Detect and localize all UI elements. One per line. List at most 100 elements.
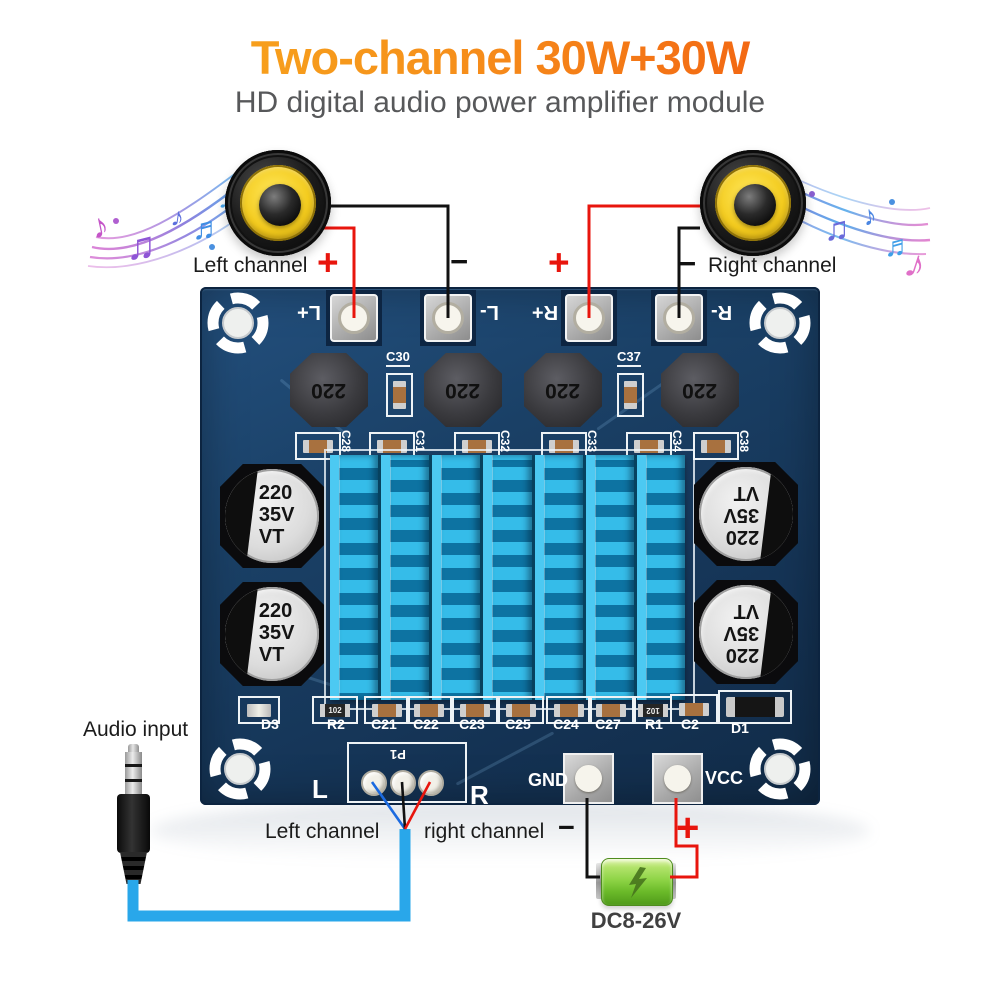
- svg-text:♫: ♫: [126, 224, 156, 268]
- mounting-hole: [207, 292, 269, 354]
- led-d3: [238, 696, 280, 724]
- resistor-r2: 102: [312, 696, 358, 724]
- ref-r2: R2: [327, 716, 345, 732]
- terminal-pad-r-minus: [651, 290, 707, 346]
- pcb-board: L+ L- R+ R- 220 220 220 220 C30 C37 C28 …: [200, 287, 820, 810]
- terminal-pad-l-plus: [326, 290, 382, 346]
- jack-shaft: [125, 752, 142, 795]
- right-minus-sign: −: [678, 246, 697, 281]
- smd-capacitor: [386, 373, 413, 417]
- right-channel-label: Right channel: [708, 254, 837, 277]
- cap-ref-c37: C37: [617, 349, 641, 367]
- vcc-pad: [652, 753, 703, 804]
- page-title: Two-channel 30W+30W: [0, 30, 1000, 85]
- ref-c25: C25: [505, 716, 531, 732]
- svg-text:♬: ♬: [884, 230, 914, 263]
- left-channel-label: Left channel: [193, 254, 308, 277]
- cap-ref: C33: [585, 430, 599, 453]
- jack-strain-relief: [120, 852, 147, 884]
- battery-terminal-left: [596, 863, 604, 899]
- bottom-left-channel-label: Left channel: [265, 820, 380, 843]
- smd-capacitor: [670, 694, 718, 724]
- terminal-label-l-minus: L-: [480, 301, 499, 323]
- left-plus-sign: +: [317, 242, 339, 283]
- audio-input-label: Audio input: [83, 718, 189, 741]
- inductor: 220: [290, 353, 368, 427]
- battery-voltage-label: DC8-26V: [590, 908, 682, 933]
- smd-capacitor: [546, 696, 592, 724]
- ref-c21: C21: [371, 716, 397, 732]
- smd-capacitor: [588, 696, 634, 724]
- smd-capacitor: [452, 696, 498, 724]
- inductor: 220: [661, 353, 739, 427]
- page-subtitle: HD digital audio power amplifier module: [234, 86, 766, 119]
- cap-ref: C28: [339, 430, 353, 453]
- cap-ref: C32: [498, 430, 512, 453]
- cap-ref: C34: [670, 430, 684, 453]
- cap-ref-c30: C30: [386, 349, 410, 367]
- inductor: 220: [524, 353, 602, 427]
- ref-d3: D3: [261, 716, 279, 732]
- right-plus-sign: +: [548, 242, 570, 283]
- p1-label: P1: [390, 747, 406, 762]
- terminal-pad-r-plus: [561, 290, 617, 346]
- smd-capacitor: [364, 696, 410, 724]
- heatsink-fin-column: [381, 455, 430, 700]
- heatsink-fin-column: [330, 455, 379, 700]
- smd-capacitor: [498, 696, 544, 724]
- p1-pin-right: [418, 770, 444, 796]
- cap-ref: C38: [737, 430, 751, 453]
- heatsink-fin-column: [534, 455, 583, 700]
- mounting-hole: [749, 738, 811, 800]
- right-speaker: [700, 150, 806, 256]
- terminal-label-r-plus: R+: [532, 301, 559, 323]
- gnd-pad: [563, 753, 614, 804]
- battery-body: [601, 858, 673, 906]
- ref-r1: R1: [645, 716, 663, 732]
- terminal-pad-l-minus: [420, 290, 476, 346]
- heatsink-fin-column: [636, 455, 685, 700]
- ref-c2: C2: [681, 716, 699, 732]
- gnd-label: GND: [528, 770, 568, 790]
- power-minus-sign: −: [558, 812, 575, 844]
- jack-tip: [128, 744, 139, 753]
- heatsink-fin-column: [585, 455, 634, 700]
- ref-c22: C22: [413, 716, 439, 732]
- left-minus-sign: −: [450, 244, 469, 279]
- svg-text:♬: ♬: [192, 210, 224, 246]
- cap-ref: C31: [413, 430, 427, 453]
- p1-pin-left: [361, 770, 387, 796]
- silk-r: R: [470, 780, 489, 810]
- smd-capacitor: [693, 432, 739, 460]
- diode-d1: [718, 690, 792, 724]
- vcc-label: VCC: [705, 768, 744, 788]
- smd-capacitor: [617, 373, 644, 417]
- terminal-label-l-plus: L+: [297, 301, 321, 323]
- battery: [596, 858, 676, 906]
- svg-text:♪: ♪: [861, 199, 879, 232]
- svg-text:♪: ♪: [88, 206, 113, 247]
- p1-pin-mid: [390, 770, 416, 796]
- left-speaker-dome: [259, 184, 301, 226]
- ref-c23: C23: [459, 716, 485, 732]
- svg-text:♪: ♪: [899, 241, 932, 280]
- left-speaker: [225, 150, 331, 256]
- ref-d1: D1: [731, 720, 749, 736]
- silk-l: L: [312, 774, 328, 804]
- heatsink: [330, 455, 685, 700]
- smd-capacitor: [406, 696, 452, 724]
- inductor: 220: [424, 353, 502, 427]
- heatsink-fin-column: [432, 455, 481, 700]
- right-speaker-dome: [734, 184, 776, 226]
- jack-body: [117, 794, 150, 853]
- terminal-label-r-minus: R-: [711, 301, 733, 323]
- svg-text:♫: ♫: [824, 210, 850, 248]
- heatsink-fin-column: [483, 455, 532, 700]
- svg-text:♪: ♪: [169, 201, 186, 233]
- mounting-hole: [209, 738, 271, 800]
